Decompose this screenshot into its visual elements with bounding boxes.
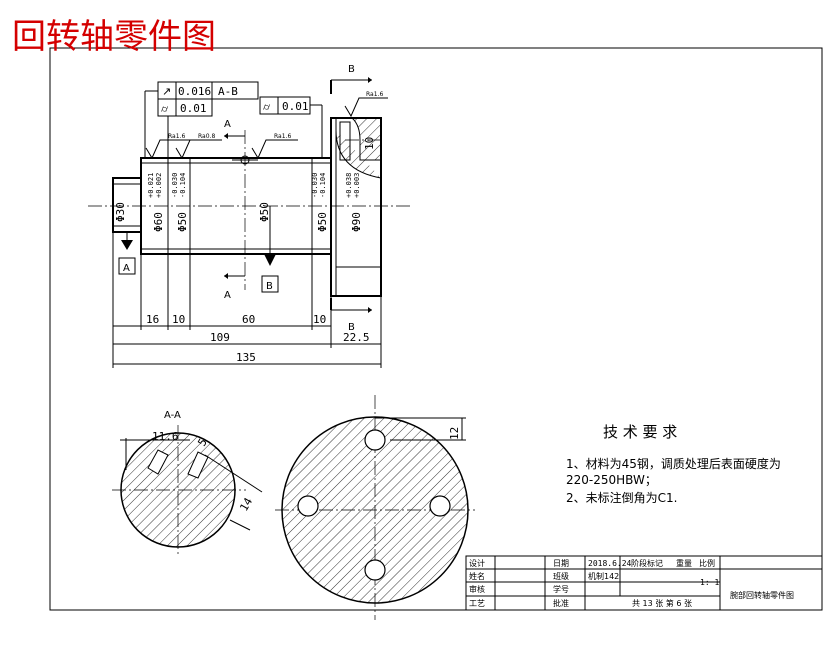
svg-text:日期: 日期 xyxy=(553,559,569,568)
svg-text:技 术 要 求: 技 术 要 求 xyxy=(603,423,677,441)
svg-text:A: A xyxy=(123,263,130,274)
svg-text:Φ60: Φ60 xyxy=(152,212,165,232)
tolerance-frame-cylindricity-left: ⌭ 0.01 xyxy=(157,98,213,117)
svg-text:2、未标注倒角为C1.: 2、未标注倒角为C1. xyxy=(566,490,677,505)
svg-text:⌭: ⌭ xyxy=(263,102,271,113)
svg-text:2018.6.24: 2018.6.24 xyxy=(588,559,632,568)
svg-text:学号: 学号 xyxy=(553,584,569,594)
flange-side-view: 12 xyxy=(275,395,475,620)
svg-text:16: 16 xyxy=(146,313,159,326)
svg-text:比例: 比例 xyxy=(699,558,715,568)
svg-text:批准: 批准 xyxy=(553,598,569,608)
svg-text:+0.021: +0.021 xyxy=(147,173,155,198)
svg-text:A-B: A-B xyxy=(218,85,238,98)
svg-text:机制142: 机制142 xyxy=(588,571,619,581)
svg-text:14: 14 xyxy=(237,495,255,513)
svg-text:1、材料为45钢，调质处理后表面硬度为: 1、材料为45钢，调质处理后表面硬度为 xyxy=(566,456,781,471)
svg-text:审核: 审核 xyxy=(469,584,485,594)
datum-b: B xyxy=(261,206,279,293)
tolerance-frame-runout: ↗ 0.016 A-B xyxy=(157,81,259,100)
svg-text:B: B xyxy=(348,64,355,75)
svg-text:1: 1: 1: 1 xyxy=(700,578,719,587)
svg-text:Φ90: Φ90 xyxy=(350,212,363,232)
svg-text:Φ50: Φ50 xyxy=(316,212,329,232)
roughness-symbols: Ra1.6 Ra0.8 Ra1.6 Ra1.6 xyxy=(145,91,388,160)
svg-text:Ra0.8: Ra0.8 xyxy=(198,133,215,140)
svg-text:135: 135 xyxy=(236,351,256,364)
title-block: 设计 日期 2018.6.24 阶段标记 重量 比例 姓名 班级 机制142 1… xyxy=(465,555,823,611)
svg-text:Φ50: Φ50 xyxy=(258,202,271,222)
svg-text:+0.003: +0.003 xyxy=(353,173,361,198)
svg-text:腕部回转轴零件图: 腕部回转轴零件图 xyxy=(730,590,794,600)
svg-text:A: A xyxy=(224,290,231,301)
length-dimensions: 16 10 60 10 22.5 109 135 xyxy=(112,232,382,368)
svg-text:109: 109 xyxy=(210,331,230,344)
tolerance-frame-cylindricity-right: ⌭ 0.01 xyxy=(259,96,311,115)
svg-text:220-250HBW；: 220-250HBW； xyxy=(566,473,657,487)
svg-text:Ra1.6: Ra1.6 xyxy=(168,133,185,140)
svg-text:-0.030: -0.030 xyxy=(171,173,179,198)
svg-text:0.016: 0.016 xyxy=(178,85,211,98)
svg-text:-0.104: -0.104 xyxy=(179,173,187,198)
svg-text:B: B xyxy=(348,322,355,333)
svg-text:Φ30: Φ30 xyxy=(114,202,127,222)
svg-text:10: 10 xyxy=(172,313,185,326)
svg-text:设计: 设计 xyxy=(469,558,485,568)
datum-a: A xyxy=(118,232,136,275)
shaft-front-view xyxy=(88,117,410,297)
page-title: 回转轴零件图 xyxy=(12,17,216,57)
svg-text:A: A xyxy=(224,119,231,130)
svg-text:+0.038: +0.038 xyxy=(345,173,353,198)
svg-text:Φ50: Φ50 xyxy=(176,212,189,232)
svg-text:Ra1.6: Ra1.6 xyxy=(366,91,383,98)
svg-text:11.6: 11.6 xyxy=(152,430,179,443)
svg-text:阶段标记: 阶段标记 xyxy=(631,558,663,568)
diameter-labels: Φ30 Φ60 +0.021 +0.002 Φ50 -0.030 -0.104 … xyxy=(114,137,376,232)
svg-text:⌭: ⌭ xyxy=(161,104,169,115)
section-a-a-view: A-A 11.6 5 14 xyxy=(112,410,263,555)
technical-requirements: 技 术 要 求 1、材料为45钢，调质处理后表面硬度为 220-250HBW； … xyxy=(566,423,781,505)
svg-text:共 13 张 第 6 张: 共 13 张 第 6 张 xyxy=(632,598,692,608)
svg-text:-0.104: -0.104 xyxy=(319,173,327,198)
svg-text:60: 60 xyxy=(242,313,255,326)
svg-text:22.5: 22.5 xyxy=(343,331,370,344)
svg-text:0.01: 0.01 xyxy=(180,102,207,115)
svg-text:A-A: A-A xyxy=(164,410,181,421)
svg-text:姓名: 姓名 xyxy=(469,571,485,581)
svg-text:0.01: 0.01 xyxy=(282,100,309,113)
svg-text:10: 10 xyxy=(313,313,326,326)
svg-text:10: 10 xyxy=(363,137,376,150)
svg-text:B: B xyxy=(266,281,273,292)
svg-text:Ra1.6: Ra1.6 xyxy=(274,133,291,140)
svg-text:12: 12 xyxy=(448,427,461,440)
svg-text:+0.002: +0.002 xyxy=(155,173,163,198)
svg-text:-0.030: -0.030 xyxy=(311,173,319,198)
svg-text:工艺: 工艺 xyxy=(469,599,485,608)
drawing-border xyxy=(49,47,823,611)
svg-text:班级: 班级 xyxy=(553,571,569,581)
svg-text:重量: 重量 xyxy=(676,558,692,568)
svg-text:↗: ↗ xyxy=(162,85,171,98)
